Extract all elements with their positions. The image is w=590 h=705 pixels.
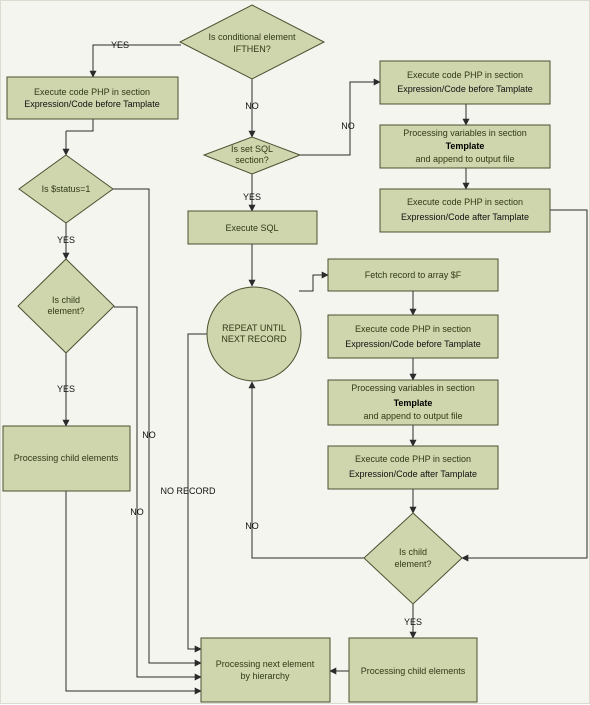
- node-proc-child-left: Processing child elements: [2, 425, 131, 492]
- node-proc-next-line1: Processing next element: [216, 659, 315, 669]
- edge-sql-no: [300, 78, 381, 156]
- node-fetch-line1: Fetch record to array $F: [365, 270, 462, 280]
- node-exec-before-left-line1: Execute code PHP in section: [34, 87, 150, 97]
- node-repeat-line2: NEXT RECORD: [221, 334, 287, 344]
- node-proc-vars-right-line3: and append to output file: [415, 154, 514, 164]
- edge-exec-before-to-status-a: [66, 119, 94, 132]
- connectors: [62, 44, 588, 695]
- label-child-right-no: NO: [245, 521, 259, 531]
- node-exec-before-right: Execute code PHP in section Expression/C…: [379, 60, 551, 105]
- edge-ifthen-yes: [89, 44, 181, 78]
- node-repeat-line1: REPEAT UNTIL: [222, 323, 286, 333]
- node-exec-before-mid-line1: Execute code PHP in section: [355, 324, 471, 334]
- label-child-right-yes: YES: [404, 617, 422, 627]
- node-proc-child-right-line1: Processing child elements: [361, 666, 466, 676]
- label-no-record: NO RECORD: [160, 486, 216, 496]
- node-proc-vars-mid-line1: Processing variables in section: [351, 383, 475, 393]
- node-proc-vars-mid-line2: Template: [394, 398, 433, 408]
- node-exec-before-right-line2: Expression/Code before Tamplate: [397, 84, 532, 94]
- node-sql-line1: Is set SQL: [231, 144, 273, 154]
- label-child-left-no: NO: [130, 507, 144, 517]
- node-exec-after-right-line2: Expression/Code after Tamplate: [401, 212, 529, 222]
- node-proc-vars-mid: Processing variables in section Template…: [327, 379, 499, 426]
- node-exec-before-left: Execute code PHP in section Expression/C…: [6, 76, 179, 120]
- node-sql-line2: section?: [235, 155, 269, 165]
- node-proc-child-left-line1: Processing child elements: [14, 453, 119, 463]
- node-child-right-decision: Is child element?: [363, 512, 463, 605]
- node-proc-next-line2: by hierarchy: [240, 671, 290, 681]
- node-sql-decision: Is set SQL section?: [202, 136, 302, 175]
- node-status-line1: Is $status=1: [42, 184, 91, 194]
- node-exec-after-right: Execute code PHP in section Expression/C…: [379, 188, 551, 233]
- node-child-left-line1: Is child: [52, 295, 80, 305]
- node-proc-vars-right-line2: Template: [446, 141, 485, 151]
- node-fetch: Fetch record to array $F: [327, 258, 499, 292]
- node-ifthen-line2: IFTHEN?: [233, 44, 271, 54]
- node-exec-after-mid: Execute code PHP in section Expression/C…: [327, 445, 499, 490]
- node-exec-after-right-line1: Execute code PHP in section: [407, 197, 523, 207]
- label-sql-no: NO: [341, 121, 355, 131]
- node-exec-before-mid: Execute code PHP in section Expression/C…: [327, 314, 499, 359]
- node-ifthen-line1: Is conditional element: [208, 32, 296, 42]
- node-child-left-decision: Is child element?: [17, 258, 115, 354]
- edge-status-no: [113, 188, 202, 667]
- node-child-right-line1: Is child: [399, 547, 427, 557]
- node-exec-after-mid-line1: Execute code PHP in section: [355, 454, 471, 464]
- edge-child-right-no: [248, 381, 365, 559]
- node-exec-before-left-line2: Expression/Code before Tamplate: [24, 99, 159, 109]
- node-status-decision: Is $status=1: [18, 154, 114, 224]
- label-child-left-yes: YES: [57, 384, 75, 394]
- label-ifthen-no: NO: [245, 101, 259, 111]
- node-child-left-line2: element?: [47, 306, 84, 316]
- label-status-no: NO: [142, 430, 156, 440]
- node-proc-vars-right-line1: Processing variables in section: [403, 128, 527, 138]
- node-exec-sql-line1: Execute SQL: [225, 223, 278, 233]
- node-exec-after-mid-line2: Expression/Code after Tamplate: [349, 469, 477, 479]
- edge-labels: YES NO NO YES YES YES NO NO NO RECORD NO…: [57, 40, 422, 627]
- edge-proc-child-left-to-next: [65, 491, 202, 695]
- edge-no-record: [187, 333, 208, 653]
- edge-child-left-no: [114, 306, 202, 681]
- node-child-right-line2: element?: [394, 559, 431, 569]
- node-proc-next: Processing next element by hierarchy: [200, 637, 331, 703]
- label-ifthen-yes: YES: [111, 40, 129, 50]
- label-sql-yes: YES: [243, 192, 261, 202]
- node-exec-before-right-line1: Execute code PHP in section: [407, 70, 523, 80]
- node-exec-before-mid-line2: Expression/Code before Tamplate: [345, 339, 480, 349]
- node-proc-vars-mid-line3: and append to output file: [363, 411, 462, 421]
- edge-repeat-to-fetch: [299, 271, 329, 292]
- node-exec-sql: Execute SQL: [187, 210, 318, 245]
- node-repeat: REPEAT UNTIL NEXT RECORD: [206, 286, 302, 382]
- node-proc-child-right: Processing child elements: [348, 637, 478, 703]
- node-ifthen-decision: Is conditional element IFTHEN?: [178, 4, 326, 80]
- node-proc-vars-right: Processing variables in section Template…: [379, 124, 551, 169]
- edge-right-after-to-child: [461, 209, 588, 562]
- label-status-yes: YES: [57, 235, 75, 245]
